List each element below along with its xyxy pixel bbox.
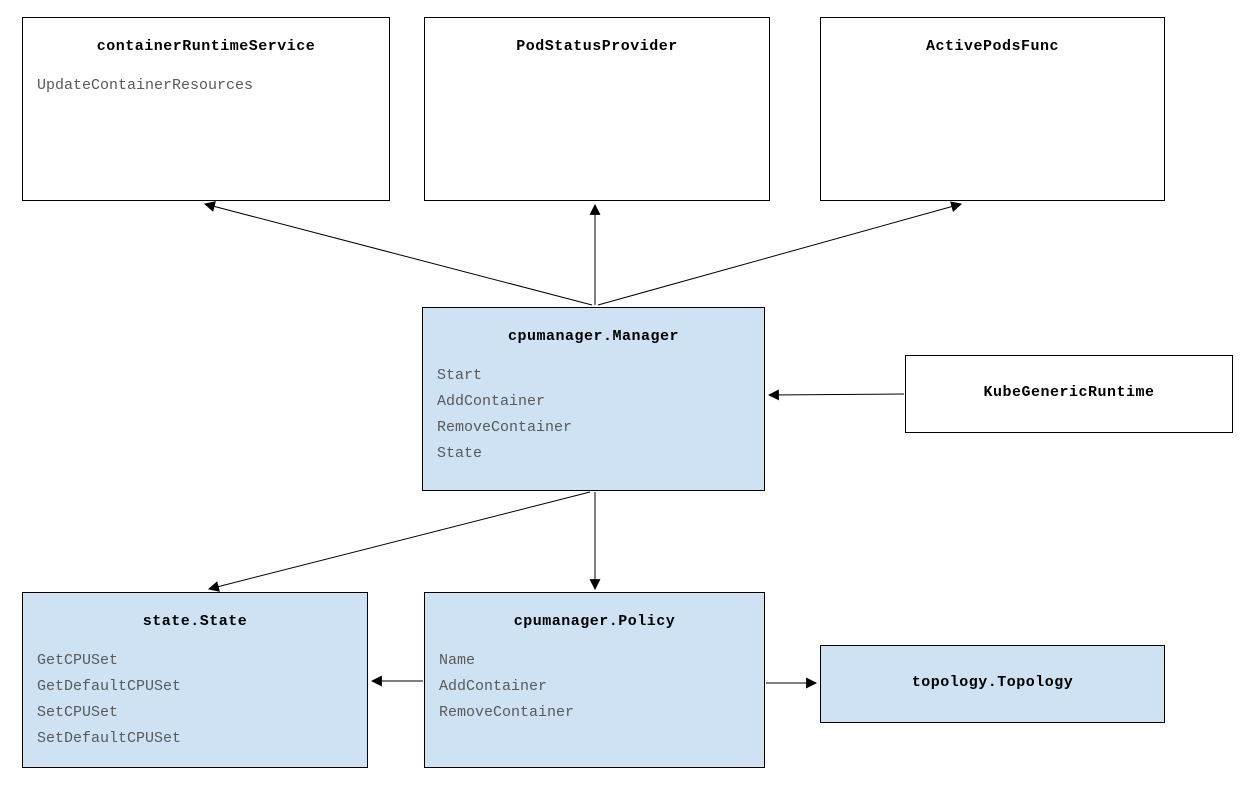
class-box-pod-status-provider: PodStatusProvider xyxy=(424,17,770,201)
method-list: GetCPUSet GetDefaultCPUSet SetCPUSet Set… xyxy=(23,648,367,752)
method-label: Name xyxy=(439,652,476,669)
box-title: cpumanager.Policy xyxy=(513,613,676,630)
box-title: PodStatusProvider xyxy=(516,38,678,55)
method-label: GetDefaultCPUSet xyxy=(37,678,182,695)
class-box-topology-topology: topology.Topology xyxy=(820,645,1165,723)
box-title: KubeGenericRuntime xyxy=(983,384,1155,401)
method-list: Name AddContainer RemoveContainer xyxy=(425,648,764,726)
method-label: AddContainer xyxy=(439,678,548,695)
method-label: RemoveContainer xyxy=(437,419,573,436)
class-box-active-pods-func: ActivePodsFunc xyxy=(820,17,1165,201)
method-label: UpdateContainerResources xyxy=(37,77,254,94)
method-list: Start AddContainer RemoveContainer State xyxy=(423,363,764,467)
method-list: UpdateContainerResources xyxy=(23,73,389,99)
box-title: topology.Topology xyxy=(911,674,1074,691)
arrow-kube-generic-runtime-to-manager xyxy=(767,389,905,401)
arrow-manager-to-state-state xyxy=(207,491,591,592)
class-box-cpumanager-policy: cpumanager.Policy Name AddContainer Remo… xyxy=(424,592,765,768)
arrow-manager-to-container-runtime-service xyxy=(203,201,593,306)
box-title: cpumanager.Manager xyxy=(507,328,680,345)
method-label: Start xyxy=(437,367,483,384)
method-label: SetDefaultCPUSet xyxy=(37,730,182,747)
arrow-manager-to-active-pods-func xyxy=(597,201,963,306)
method-label: State xyxy=(437,445,483,462)
method-label: AddContainer xyxy=(437,393,546,410)
class-box-kube-generic-runtime: KubeGenericRuntime xyxy=(905,355,1233,433)
method-label: SetCPUSet xyxy=(37,704,119,721)
box-title: ActivePodsFunc xyxy=(925,38,1060,55)
method-label: GetCPUSet xyxy=(37,652,119,669)
box-title: containerRuntimeService xyxy=(96,38,316,55)
class-box-container-runtime-service: containerRuntimeService UpdateContainerR… xyxy=(22,17,390,201)
class-box-state-state: state.State GetCPUSet GetDefaultCPUSet S… xyxy=(22,592,368,768)
method-label: RemoveContainer xyxy=(439,704,575,721)
box-title: state.State xyxy=(142,613,248,630)
class-box-cpumanager-manager: cpumanager.Manager Start AddContainer Re… xyxy=(422,307,765,491)
